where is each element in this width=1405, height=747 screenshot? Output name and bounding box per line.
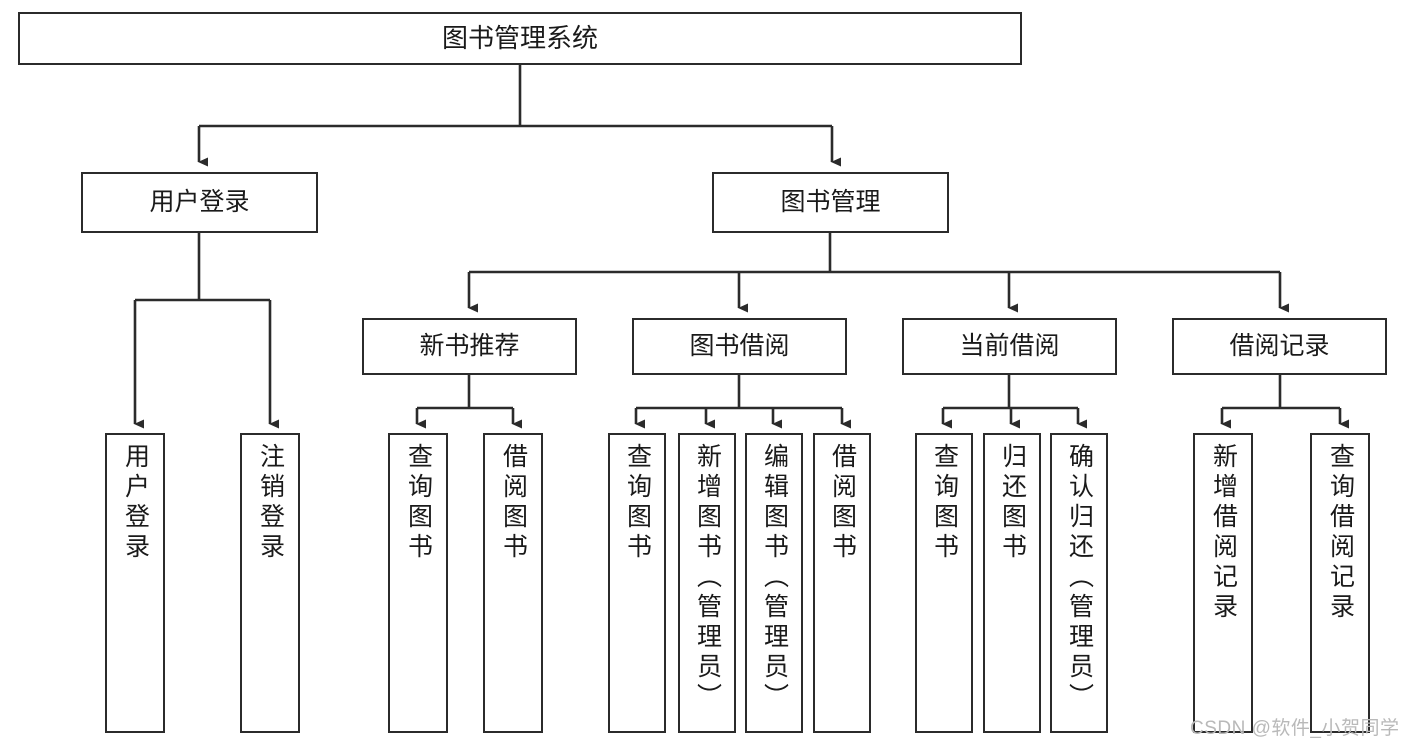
- leaf-borrow-add-book-admin[interactable]: 新增图书（管理员）: [678, 433, 736, 733]
- csdn-watermark: CSDN @软件_小贺同学: [1190, 718, 1400, 739]
- leaf-borrow-query-book[interactable]: 查询图书: [608, 433, 666, 733]
- node-book-management[interactable]: 图书管理: [712, 172, 949, 233]
- node-label: 新书推荐: [419, 331, 520, 360]
- node-label: 用户登录: [121, 443, 150, 563]
- leaf-current-confirm-return-admin[interactable]: 确认归还（管理员）: [1050, 433, 1108, 733]
- node-label: 当前借阅: [959, 331, 1060, 360]
- leaf-user-login-signin[interactable]: 用户登录: [105, 433, 165, 733]
- node-user-login[interactable]: 用户登录: [81, 172, 318, 233]
- node-borrow-record[interactable]: 借阅记录: [1172, 318, 1387, 375]
- node-label: 查询借阅记录: [1326, 443, 1355, 623]
- node-label: 新增借阅记录: [1209, 443, 1238, 623]
- node-label: 注销登录: [256, 443, 285, 563]
- node-new-book-recommend[interactable]: 新书推荐: [362, 318, 577, 375]
- leaf-current-return-book[interactable]: 归还图书: [983, 433, 1041, 733]
- leaf-new-book-borrow[interactable]: 借阅图书: [483, 433, 543, 733]
- leaf-current-query-book[interactable]: 查询图书: [915, 433, 973, 733]
- node-book-borrow[interactable]: 图书借阅: [632, 318, 847, 375]
- leaf-record-query-borrow-record[interactable]: 查询借阅记录: [1310, 433, 1370, 733]
- node-label: 借阅图书: [828, 443, 857, 563]
- node-label: 确认归还（管理员）: [1065, 443, 1094, 713]
- node-label: 图书借阅: [689, 331, 790, 360]
- leaf-new-book-query[interactable]: 查询图书: [388, 433, 448, 733]
- leaf-user-login-signout[interactable]: 注销登录: [240, 433, 300, 733]
- leaf-record-add-borrow-record[interactable]: 新增借阅记录: [1193, 433, 1253, 733]
- node-label: 借阅图书: [499, 443, 528, 563]
- node-label: 用户登录: [149, 187, 250, 216]
- node-current-borrow[interactable]: 当前借阅: [902, 318, 1117, 375]
- node-label: 归还图书: [998, 443, 1027, 563]
- node-label: 图书管理系统: [441, 23, 598, 54]
- leaf-borrow-borrow-book[interactable]: 借阅图书: [813, 433, 871, 733]
- node-label: 新增图书（管理员）: [693, 443, 722, 713]
- node-label: 查询图书: [404, 443, 433, 563]
- node-label: 图书管理: [780, 187, 881, 216]
- node-label: 查询图书: [623, 443, 652, 563]
- leaf-borrow-edit-book-admin[interactable]: 编辑图书（管理员）: [745, 433, 803, 733]
- node-label: 借阅记录: [1229, 331, 1330, 360]
- node-label: 查询图书: [930, 443, 959, 563]
- node-root-book-management-system[interactable]: 图书管理系统: [18, 12, 1022, 65]
- node-label: 编辑图书（管理员）: [760, 443, 789, 713]
